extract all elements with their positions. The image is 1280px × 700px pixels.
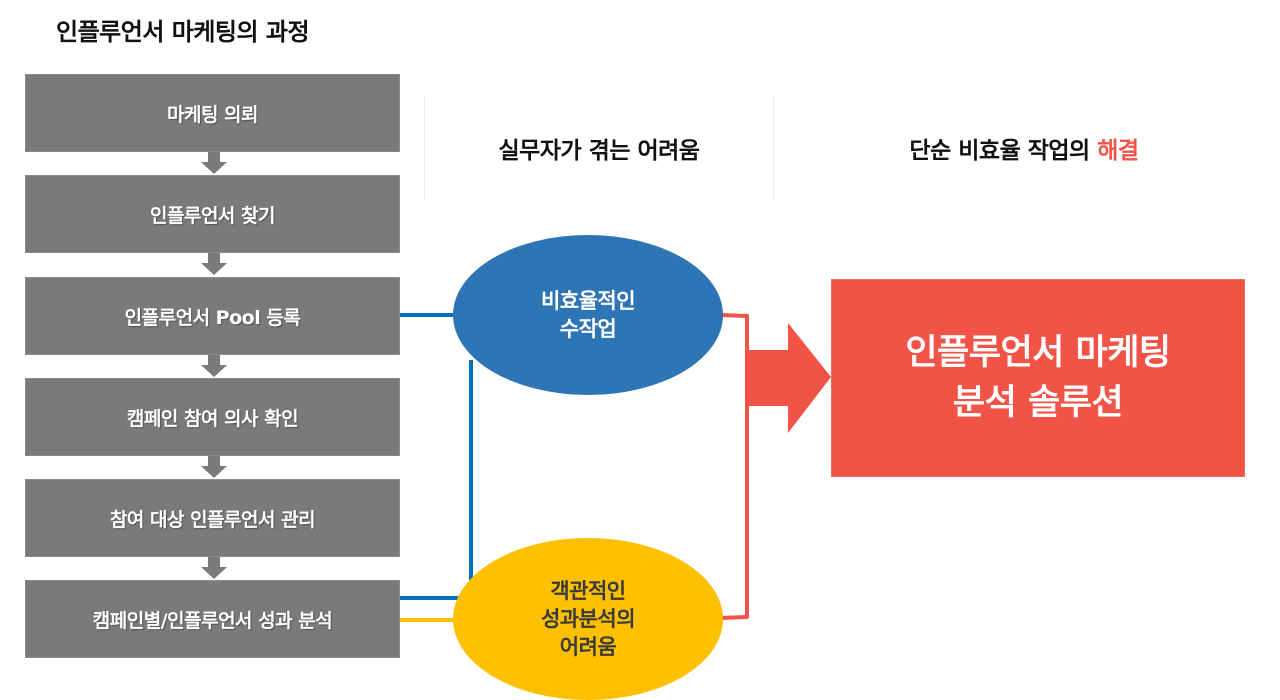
difficulty-performance-analysis: 객관적인 성과분석의 어려움 xyxy=(453,538,723,700)
difficulty-line: 수작업 xyxy=(559,317,617,341)
difficulty-line: 성과분석의 xyxy=(540,607,636,631)
solution-line: 인플루언서 마케팅 xyxy=(905,333,1171,373)
process-step-manage-participants: 참여 대상 인플루언서 관리 xyxy=(25,479,400,557)
process-step-find-influencer: 인플루언서 찾기 xyxy=(25,175,400,253)
down-arrow-icon xyxy=(201,152,227,174)
diagram-title: 인플루언서 마케팅의 과정 xyxy=(56,18,310,46)
solution-box: 인플루언서 마케팅 분석 솔루션 xyxy=(831,279,1245,477)
down-arrow-icon xyxy=(201,355,227,377)
difficulty-line: 어려움 xyxy=(559,635,617,659)
solution-header-text: 단순 비효율 작업의 xyxy=(909,138,1098,164)
down-arrow-icon xyxy=(201,253,227,275)
process-step-pool-register: 인플루언서 Pool 등록 xyxy=(25,277,400,355)
difficulty-line: 객관적인 xyxy=(550,579,626,603)
column-divider xyxy=(424,96,425,200)
red-bracket-line xyxy=(719,313,749,620)
down-arrow-icon xyxy=(201,456,227,478)
process-step-confirm-participation: 캠페인 참여 의사 확인 xyxy=(25,378,400,456)
solution-line: 분석 솔루션 xyxy=(952,383,1124,423)
difficulty-line: 비효율적인 xyxy=(540,289,636,313)
process-step-request: 마케팅 의뢰 xyxy=(25,74,400,152)
down-arrow-icon xyxy=(201,557,227,579)
difficulties-header: 실무자가 겪는 어려움 xyxy=(498,138,700,164)
column-divider xyxy=(773,96,774,200)
blue-connector-line xyxy=(400,360,473,600)
process-step-performance-analysis: 캠페인별/인플루언서 성과 분석 xyxy=(25,580,400,658)
solution-header: 단순 비효율 작업의 해결 xyxy=(774,96,1274,200)
difficulty-manual-work: 비효율적인 수작업 xyxy=(453,235,723,395)
solution-header-accent: 해결 xyxy=(1097,138,1139,164)
right-arrow-icon xyxy=(749,323,831,433)
